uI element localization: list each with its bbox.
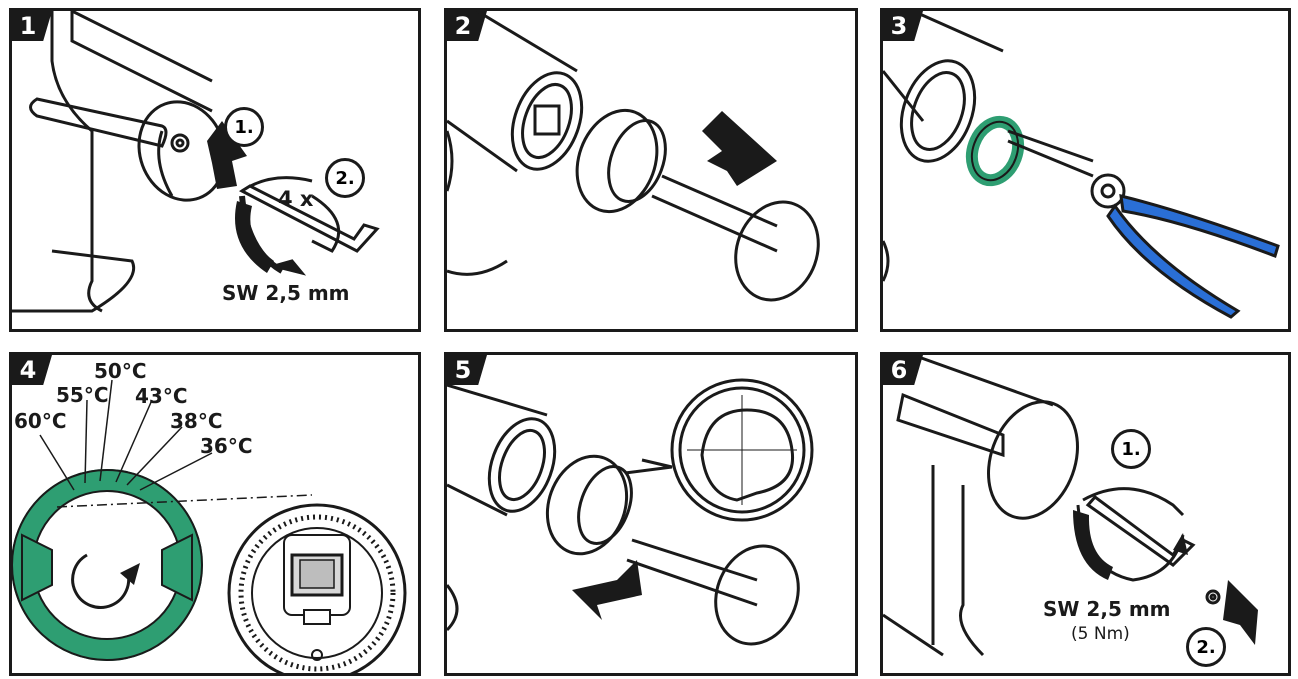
illustration-tighten-screw [883,355,1258,657]
temp-label-50: 50°C [94,359,147,383]
step-1-marker: 1. [224,107,264,147]
step-number: 1 [12,11,52,41]
illustration-temperature-ring [12,379,407,673]
step-number: 2 [447,11,487,41]
step-1-marker: 1. [1111,429,1151,469]
tool-size-label: SW 2,5 mm [1043,597,1171,621]
illustration-pull-off-cap [447,11,820,302]
temp-label-55: 55°C [56,383,109,407]
panel-step-6: 6 1. 2. SW 2,5 mm (5 Nm) [880,352,1291,676]
rotation-count-label: 4 x [278,187,314,211]
temp-label-43: 43°C [135,384,188,408]
step-2-marker: 2. [1186,627,1226,667]
panel-step-2: 2 [444,8,858,332]
temp-label-38: 38°C [170,409,223,433]
tool-size-label: SW 2,5 mm [222,281,350,305]
temp-label-60: 60°C [14,409,67,433]
illustration-remove-handle-screw [12,11,380,313]
panel-step-5: 5 [444,352,858,676]
panel-step-1: 1 1. 2. 4 x SW 2,5 mm [9,8,421,332]
step-number: 4 [12,355,52,385]
panel-step-4: 4 50°C 55°C 43°C 60°C 38°C 36°C [9,352,421,676]
step-2-marker: 2. [325,158,365,198]
illustration-refit-cap [447,378,814,646]
panel-step-3: 3 [880,8,1291,332]
torque-label: (5 Nm) [1071,624,1130,644]
illustration-remove-ring-with-pliers [883,11,1280,319]
temp-label-36: 36°C [200,434,253,458]
